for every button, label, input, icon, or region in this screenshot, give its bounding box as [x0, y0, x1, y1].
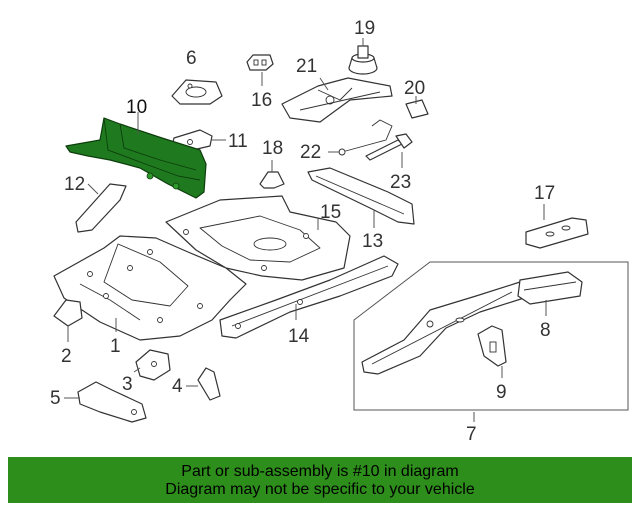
- subassembly-box-7: [353, 261, 629, 411]
- parts-diagram: 6 16 19 21 20 11 22: [50, 18, 629, 445]
- callout-9: 9: [496, 382, 507, 403]
- part-13[interactable]: [307, 167, 415, 225]
- part-1[interactable]: [53, 235, 247, 341]
- part-22[interactable]: [338, 119, 393, 156]
- part-9[interactable]: [477, 325, 507, 367]
- callout-22: 22: [300, 142, 321, 163]
- part-2[interactable]: [53, 299, 83, 327]
- callout-12: 12: [64, 174, 85, 195]
- part-7-frame[interactable]: [361, 281, 525, 375]
- callout-14: 14: [288, 326, 310, 347]
- callout-10: 10: [126, 97, 147, 118]
- part-14[interactable]: [219, 255, 399, 339]
- callout-19: 19: [354, 18, 375, 39]
- callout-4: 4: [172, 376, 183, 397]
- part-17[interactable]: [525, 217, 589, 249]
- part-8[interactable]: [517, 271, 583, 305]
- info-banner: Part or sub-assembly is #10 in diagram D…: [8, 457, 632, 503]
- part-19[interactable]: [348, 45, 378, 75]
- callout-20: 20: [404, 78, 425, 99]
- part-16[interactable]: [246, 54, 274, 71]
- banner-line-1: Part or sub-assembly is #10 in diagram: [181, 463, 459, 480]
- callout-3: 3: [122, 374, 133, 395]
- callout-18: 18: [262, 138, 283, 159]
- part-12[interactable]: [75, 183, 127, 233]
- callout-11: 11: [228, 131, 248, 152]
- part-23[interactable]: [365, 133, 413, 161]
- callout-1: 1: [110, 336, 121, 357]
- part-4[interactable]: [197, 367, 221, 401]
- part-10-highlighted[interactable]: [65, 117, 207, 199]
- callout-21: 21: [296, 56, 317, 77]
- callout-13: 13: [362, 231, 383, 252]
- callout-7: 7: [466, 424, 477, 445]
- part-6[interactable]: [171, 79, 223, 105]
- part-5[interactable]: [77, 381, 147, 423]
- part-18[interactable]: [259, 171, 285, 189]
- part-20[interactable]: [405, 99, 429, 119]
- part-15[interactable]: [165, 195, 351, 281]
- part-21[interactable]: [281, 77, 393, 123]
- callout-15: 15: [320, 202, 341, 223]
- callout-2: 2: [61, 346, 72, 367]
- banner-line-2: Diagram may not be specific to your vehi…: [165, 481, 475, 498]
- callout-8: 8: [540, 320, 551, 341]
- callout-5: 5: [50, 388, 61, 409]
- callout-23: 23: [390, 172, 411, 193]
- part-3[interactable]: [135, 349, 171, 381]
- callout-16: 16: [251, 90, 272, 111]
- callout-6: 6: [186, 48, 197, 69]
- callout-17: 17: [534, 183, 555, 204]
